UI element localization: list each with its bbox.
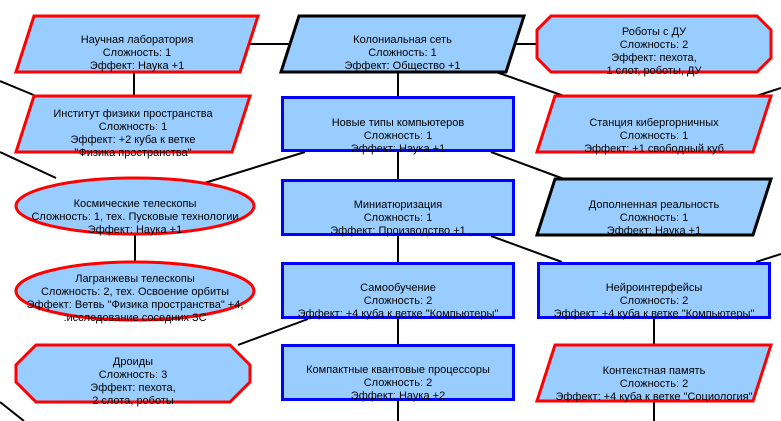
node-detail: Сложность: 1 [364, 130, 433, 142]
node-title: Колониальная сеть [353, 34, 452, 46]
node-detail: Сложность: 1 [620, 212, 689, 224]
parallelogram-shape [534, 94, 774, 154]
rect-shape [281, 179, 515, 236]
node-title: Научная лаборатория [81, 34, 194, 46]
node-detail: Сложность: 3 [99, 369, 168, 381]
rect-shape [537, 262, 771, 319]
node-detail: Сложность: 2 [620, 39, 689, 51]
parallelogram-shape [534, 343, 774, 403]
node-title: Миниатюризация [354, 199, 443, 211]
node-detail: 2 слота, роботы [92, 395, 174, 407]
node-detail: Сложность: 2, тех. Освоение орбиты [41, 286, 229, 298]
node-detail: Эффект: Производство +1 [330, 225, 466, 237]
connector-kolonialnaya-set-to-stanciya-kibergornichnyh [495, 71, 565, 97]
connector-novye-tipy-kompyuterov-to-dopolnennaya-realnost [490, 151, 565, 180]
connector-continuation [0, 401, 25, 421]
rect-shape [281, 262, 515, 319]
node-title: Нейроинтерфейсы [606, 282, 703, 294]
node-detail: Сложность: 2 [364, 377, 433, 389]
node-detail: 1 слот, роботы, ДУ [606, 65, 702, 77]
octagon-shape [535, 14, 773, 74]
node-detail: Эффект: Наука +1 [90, 60, 184, 72]
node-detail: Эффект: Наука +1 [607, 225, 701, 237]
node-title: Новые типы компьютеров [332, 117, 465, 129]
connector-novye-tipy-kompyuterov-to-kosmicheskie-teleskopy [197, 151, 306, 186]
node-title: Самообучение [360, 282, 436, 294]
connector-continuation [0, 151, 57, 179]
node-title: Роботы с ДУ [622, 26, 687, 38]
node-detail: "Физика пространства" [74, 147, 191, 159]
node-title: Космические телескопы [74, 198, 197, 210]
node-detail: Сложность: 1, тех. Пусковые технологии [31, 211, 238, 223]
node-title: Компактные квантовые процессоры [306, 364, 490, 376]
node-title: Институт физики пространства [53, 108, 213, 120]
tech-node-kompaktnye-kvantovye-processory[interactable]: Компактные квантовые процессорыСложность… [281, 344, 515, 403]
node-detail: Сложность: 1 [103, 47, 172, 59]
node-title: Дроиды [113, 356, 153, 368]
node-detail: Сложность: 1 [368, 47, 437, 59]
node-title: Станция кибергорничных [589, 117, 719, 129]
node-detail: Сложность: 1 [364, 212, 433, 224]
connector-miniatyurizaciya-to-neirointerfeisy [490, 235, 563, 263]
node-detail: Эффект: Наука +2 [351, 390, 445, 402]
node-detail: Эффект: +2 куба к ветке [70, 134, 195, 146]
node-detail: Эффект: Общество +1 [344, 60, 460, 72]
parallelogram-shape [13, 94, 253, 154]
node-detail: Эффект: +1 свободный куб [584, 143, 724, 155]
node-detail: Эффект: пехота, [611, 52, 696, 64]
node-detail: :исследование соседних ЗС [63, 312, 206, 324]
node-title: Контекстная память [603, 365, 706, 377]
node-detail: Эффект: Ветвь "Физика пространства" +4, [27, 299, 244, 311]
node-detail: Эффект: +4 куба к ветке "Социология" [555, 391, 752, 403]
node-detail: Эффект: пехота, [90, 382, 175, 394]
connector-continuation [0, 80, 37, 97]
parallelogram-shape [13, 14, 261, 74]
parallelogram-shape [278, 14, 527, 74]
ellipse-shape [14, 176, 256, 236]
node-detail: Эффект: Наука +1 [351, 143, 445, 155]
node-detail: Сложность: 1 [99, 121, 168, 133]
connector-samoobuchenie-to-droidy [237, 318, 309, 346]
rect-shape [281, 96, 515, 152]
node-title: Лагранжевы телескопы [75, 273, 195, 285]
node-detail: Сложность: 2 [620, 378, 689, 390]
node-detail: Сложность: 2 [620, 295, 689, 307]
node-detail: Сложность: 1 [620, 130, 689, 142]
ellipse-shape [14, 260, 256, 322]
connectors [0, 43, 781, 421]
node-detail: Эффект: Наука +1 [88, 224, 182, 236]
octagon-shape [14, 343, 252, 404]
node-title: Дополненная реальность [589, 199, 720, 211]
node-detail: Эффект: +4 куба к ветке "Компьютеры" [554, 308, 755, 320]
connector-continuation [755, 253, 781, 263]
node-detail: Эффект: +4 куба к ветке "Компьютеры" [298, 308, 499, 320]
rect-shape [281, 344, 515, 401]
parallelogram-shape [534, 177, 774, 237]
node-detail: Сложность: 2 [364, 295, 433, 307]
